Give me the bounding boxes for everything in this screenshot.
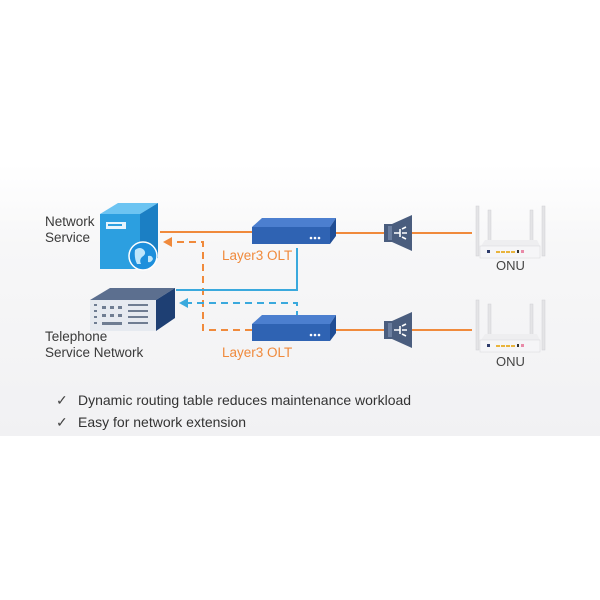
onu-label-top: ONU (496, 258, 525, 273)
onu-label-bottom: ONU (496, 354, 525, 369)
blue-dashed-backup-link (188, 302, 298, 318)
telephone-service-label: Telephone Service Network (45, 329, 143, 361)
feature-item: ✓ Easy for network extension (56, 411, 411, 433)
feature-list: ✓ Dynamic routing table reduces maintena… (56, 389, 411, 433)
network-service-label: Network Service (45, 214, 95, 246)
checkmark-icon: ✓ (56, 413, 68, 430)
telephone-service-label-line1: Telephone (45, 329, 108, 344)
olt-label-bottom: Layer3 OLT (222, 345, 293, 360)
network-service-label-line1: Network (45, 214, 95, 229)
orange-arrowhead (163, 237, 172, 247)
router-icon-top (475, 205, 546, 259)
router-icon-bottom (475, 299, 546, 353)
telephone-switch-icon (90, 288, 175, 331)
connections (160, 231, 472, 331)
network-service-label-line2: Service (45, 230, 91, 245)
blue-arrowhead (179, 298, 188, 308)
blue-solid-link (176, 248, 298, 291)
feature-text: Easy for network extension (78, 414, 247, 430)
telephone-service-label-line2: Service Network (45, 345, 144, 360)
optical-splitter-icon-top (384, 215, 412, 251)
optical-splitter-icon-bottom (384, 312, 412, 348)
olt-device-icon-top (252, 218, 336, 244)
orange-dashed-backup-link (172, 241, 252, 331)
olt-label-top: Layer3 OLT (222, 248, 293, 263)
server-globe-icon (100, 203, 158, 271)
feature-item: ✓ Dynamic routing table reduces maintena… (56, 389, 411, 411)
feature-text: Dynamic routing table reduces maintenanc… (78, 392, 412, 408)
olt-device-icon-bottom (252, 315, 336, 341)
checkmark-icon: ✓ (56, 391, 68, 408)
